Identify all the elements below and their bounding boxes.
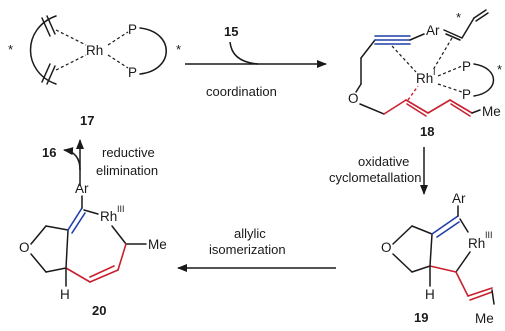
allylic-label-line1: allylic <box>234 226 266 241</box>
hydrogen-atom-19: H <box>425 287 435 302</box>
compound-18-label: 18 <box>420 124 434 139</box>
methyl-group-20: Me <box>148 237 167 252</box>
oxygen-atom-20: O <box>19 240 30 255</box>
reductive-elimination-arrow: 16 reductive elimination <box>42 139 158 186</box>
chiral-star-top-18: * <box>456 10 461 25</box>
rhodium-oxidation-state-18: I <box>433 67 436 77</box>
phosphorus-top-18: P <box>462 59 471 74</box>
methyl-group-19: Me <box>475 311 494 326</box>
rhodium-oxidation-state-19: III <box>485 230 493 240</box>
compound-20-label: 20 <box>92 303 106 318</box>
compound-20-structure: O Ar Rh III Me H 20 <box>19 181 167 318</box>
compound-19-label: 19 <box>414 310 428 325</box>
rhodium-atom-19: Rh <box>468 236 485 251</box>
product-16-label: 16 <box>42 145 56 160</box>
phosphorus-top-17: P <box>128 22 137 37</box>
coordination-label: coordination <box>206 84 277 99</box>
oxidative-label-line1: oxidative <box>358 154 409 169</box>
chiral-star-right-18: * <box>497 62 502 77</box>
aryl-group-20: Ar <box>75 181 89 196</box>
aryl-group-19: Ar <box>452 191 466 206</box>
compound-19-structure: O Ar Rh III H Me 19 <box>381 191 495 326</box>
compound-18-structure: Ar O Me Rh I * P P * 18 <box>348 9 502 139</box>
rhodium-atom-17: Rh <box>86 43 103 58</box>
aryl-group-18: Ar <box>426 23 440 38</box>
chiral-star-left-17: * <box>8 42 13 57</box>
coordination-arrow: 15 coordination <box>185 24 327 99</box>
oxidative-label-line2: cyclometallation <box>329 170 422 185</box>
rhodium-atom-18: Rh <box>416 71 433 86</box>
compound-17-label: 17 <box>80 113 94 128</box>
allylic-isomerization-arrow: allylic isomerization <box>177 226 336 272</box>
rhodium-oxidation-state-20: III <box>117 204 125 214</box>
reductive-label-line1: reductive <box>102 145 155 160</box>
chiral-star-right-17: * <box>176 42 181 57</box>
phosphorus-bottom-17: P <box>128 65 137 80</box>
reagent-15-label: 15 <box>224 24 238 39</box>
reductive-label-line2: elimination <box>96 163 158 178</box>
allylic-label-line2: isomerization <box>209 242 286 257</box>
oxygen-atom-18: O <box>348 91 359 106</box>
oxygen-atom-19: O <box>381 240 392 255</box>
hydrogen-atom-20: H <box>60 287 70 302</box>
methyl-group-18: Me <box>482 104 501 119</box>
rhodium-atom-20: Rh <box>100 209 117 224</box>
oxidative-cyclometallation-arrow: oxidative cyclometallation <box>329 147 428 195</box>
compound-17-structure: Rh P P * * 17 <box>8 15 181 128</box>
phosphorus-bottom-18: P <box>462 87 471 102</box>
